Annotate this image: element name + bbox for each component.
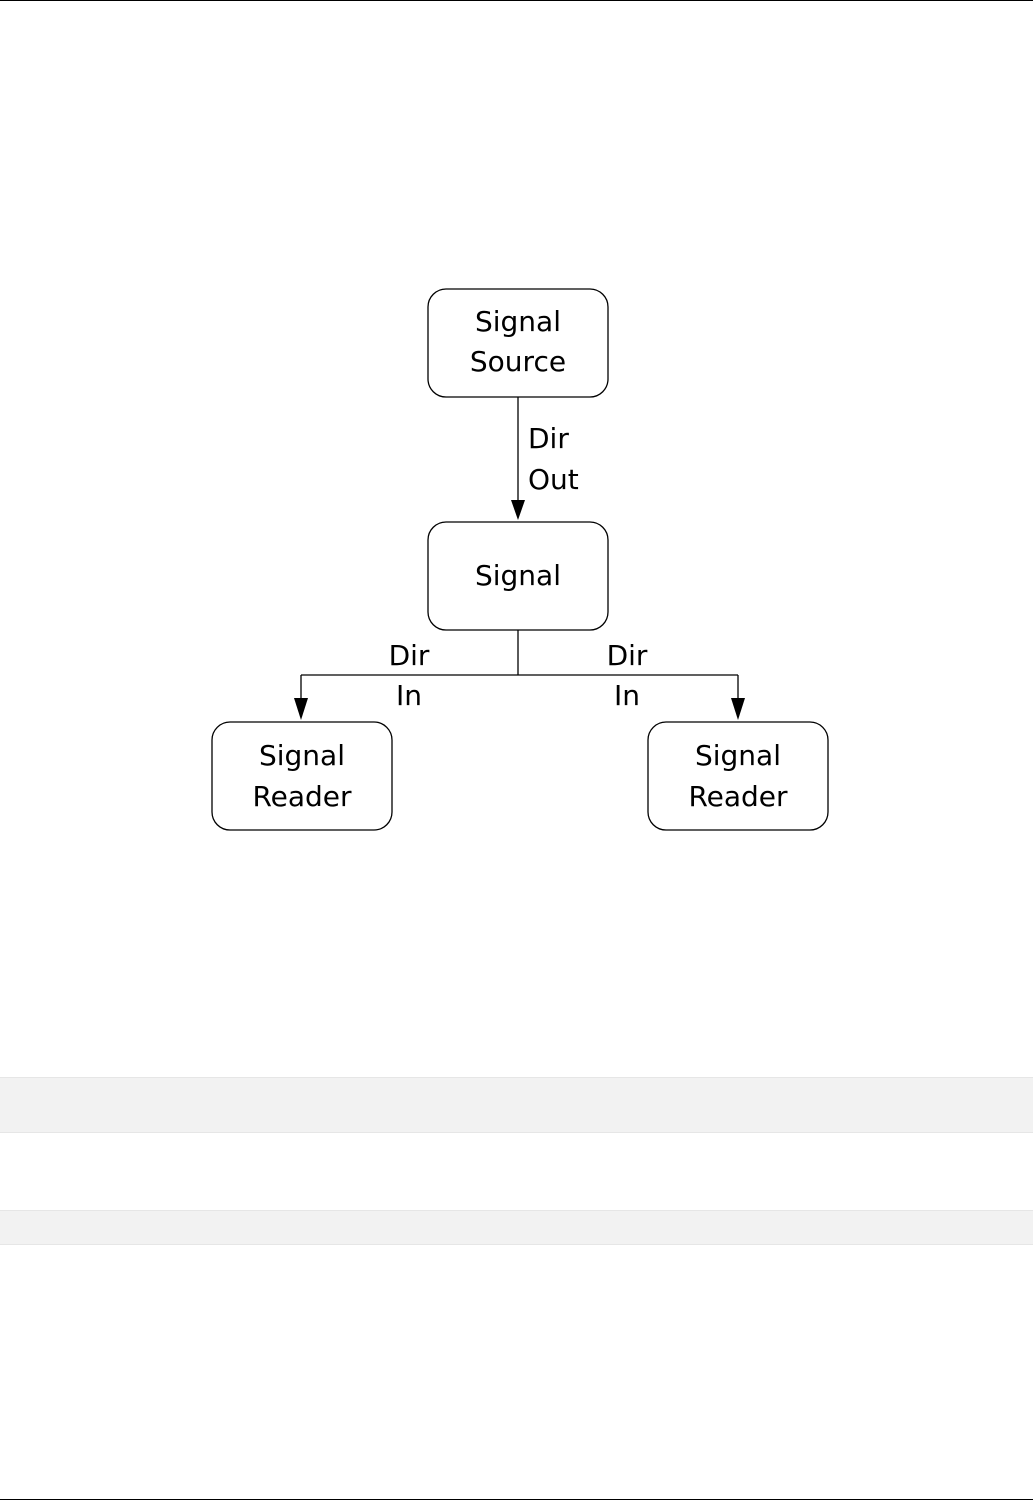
node-label-line: Reader [688, 780, 788, 813]
edge-source-to-signal: Dir Out [511, 397, 579, 520]
node-signal-reader-left: Signal Reader [211, 721, 393, 831]
edge-label-line: Dir [389, 639, 430, 672]
arrow-down-icon [731, 698, 745, 720]
node-label-line: Signal [475, 559, 561, 592]
edge-label-line: Out [528, 463, 579, 496]
node-signal-source: Signal Source [427, 288, 609, 398]
node-signal: Signal [427, 521, 609, 631]
arrow-down-icon [511, 500, 525, 520]
page-top-rule [0, 0, 1033, 1]
node-label-line: Signal [259, 739, 345, 772]
node-label-line: Signal [695, 739, 781, 772]
arrow-down-icon [294, 698, 308, 720]
node-signal-reader-right: Signal Reader [647, 721, 829, 831]
code-block-band [0, 1210, 1033, 1245]
edge-label-line: Dir [528, 422, 569, 455]
edge-signal-to-reader-right: Dir In [518, 639, 745, 720]
node-label-line: Reader [252, 780, 352, 813]
edge-signal-to-reader-left: Dir In [294, 639, 518, 720]
node-label-line: Source [470, 345, 566, 378]
signal-diagram: Dir Out Dir In Dir In Signal Source Sign… [211, 288, 829, 831]
node-label-line: Signal [475, 305, 561, 338]
edge-label-line: Dir [607, 639, 648, 672]
edge-label-line: In [396, 679, 422, 712]
edge-label-line: In [614, 679, 640, 712]
code-block-band [0, 1077, 1033, 1133]
